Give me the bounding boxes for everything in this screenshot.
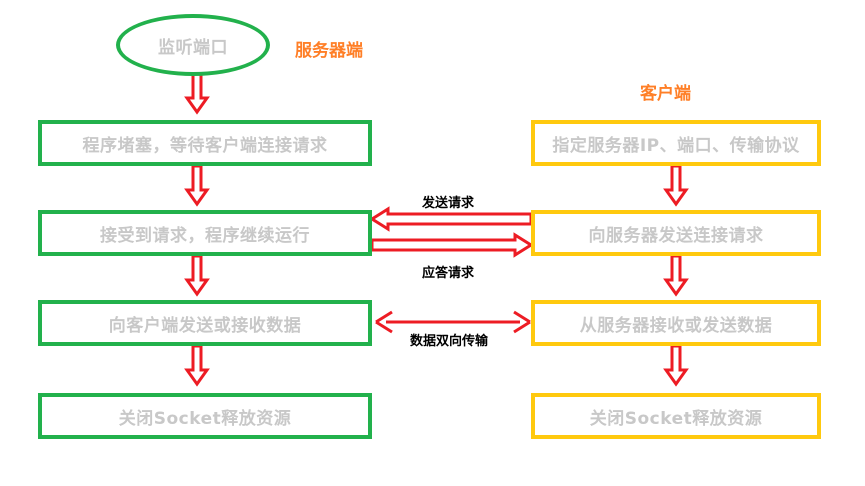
arrow-listen-to-block bbox=[185, 72, 209, 114]
bidirectional-arrow bbox=[375, 310, 531, 334]
arrow-request-to-receive bbox=[664, 254, 688, 296]
server-step-listen: 监听端口 bbox=[116, 14, 270, 76]
send-request-arrow bbox=[369, 206, 533, 232]
client-title: 客户端 bbox=[640, 84, 691, 104]
reply-request-label: 应答请求 bbox=[422, 266, 475, 281]
server-step-block: 程序堵塞，等待客户端连接请求 bbox=[38, 120, 372, 166]
bidirectional-label: 数据双向传输 bbox=[410, 334, 489, 349]
reply-request-arrow bbox=[370, 232, 534, 258]
arrow-send-to-close bbox=[185, 344, 209, 386]
client-step-receive-send: 从服务器接收或发送数据 bbox=[531, 300, 821, 346]
arrow-receive-to-close bbox=[664, 344, 688, 386]
server-step-close: 关闭Socket释放资源 bbox=[38, 393, 372, 439]
client-step-close: 关闭Socket释放资源 bbox=[531, 393, 821, 439]
server-title: 服务器端 bbox=[295, 41, 363, 61]
arrow-specify-to-request bbox=[664, 164, 688, 206]
arrow-block-to-accept bbox=[185, 164, 209, 206]
client-step-request: 向服务器发送连接请求 bbox=[531, 210, 821, 256]
arrow-accept-to-send bbox=[185, 254, 209, 296]
server-step-send-receive: 向客户端发送或接收数据 bbox=[38, 300, 372, 346]
client-step-specify: 指定服务器IP、端口、传输协议 bbox=[531, 120, 821, 166]
send-request-label: 发送请求 bbox=[422, 196, 475, 211]
server-step-accept: 接受到请求，程序继续运行 bbox=[38, 210, 372, 256]
